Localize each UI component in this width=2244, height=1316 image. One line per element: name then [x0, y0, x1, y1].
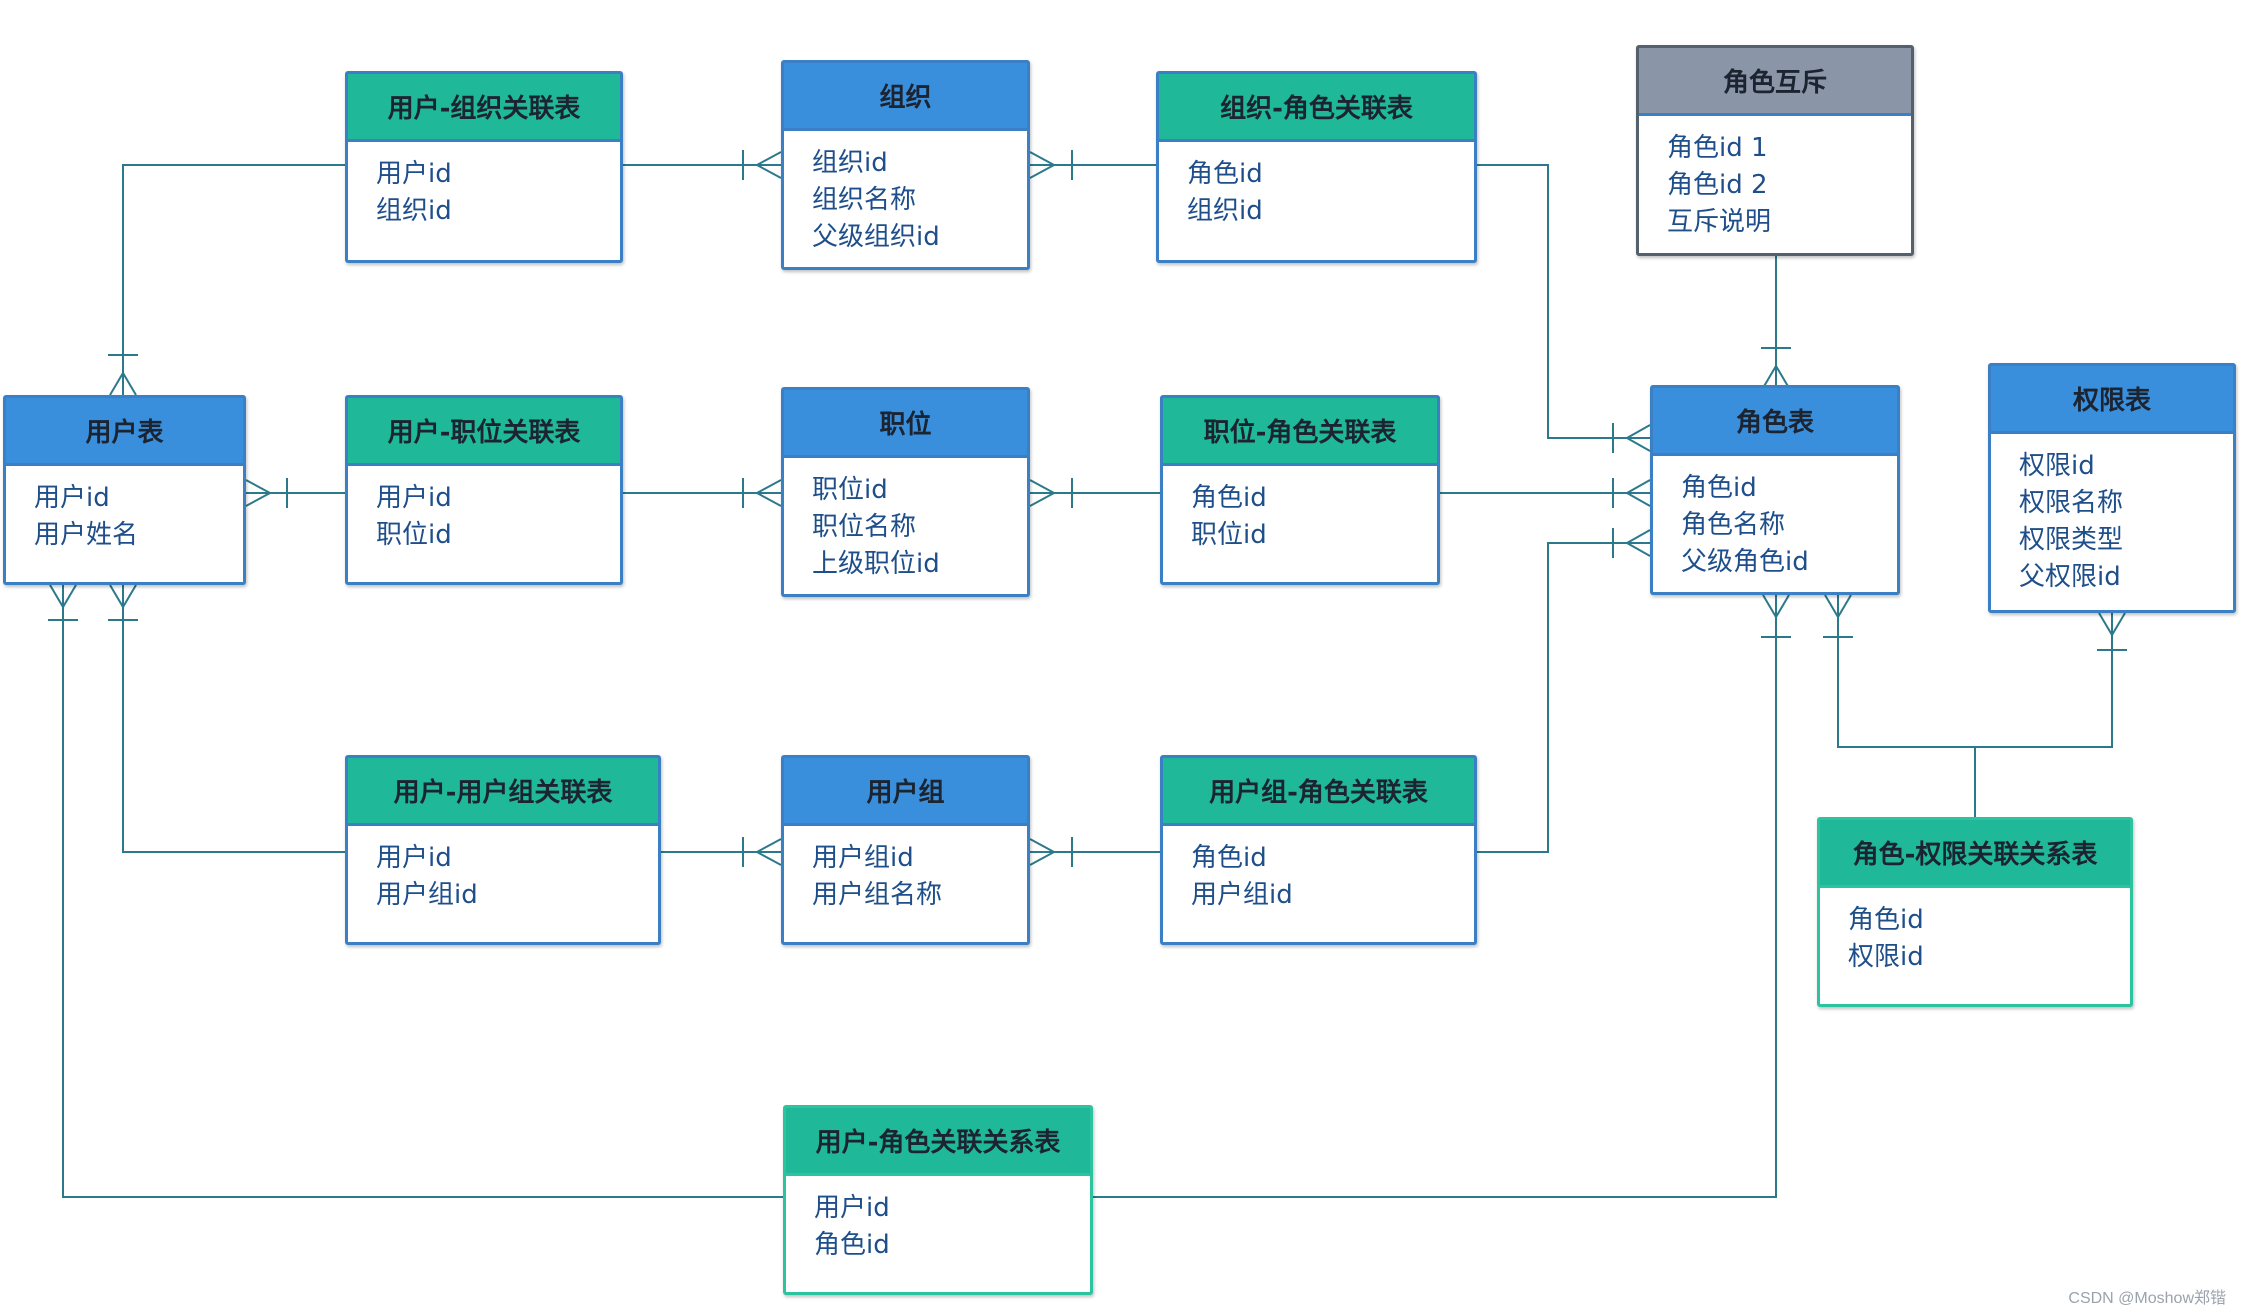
entity-organization[interactable]: 组织 组织id 组织名称 父级组织id [781, 60, 1030, 270]
entity-user-group[interactable]: 用户组 用户组id 用户组名称 [781, 755, 1030, 945]
entity-position-role-link[interactable]: 职位-角色关联表 角色id 职位id [1160, 395, 1440, 585]
entity-group-role-link[interactable]: 用户组-角色关联表 角色id 用户组id [1160, 755, 1477, 945]
connector-group-role-to-role [1477, 542, 1650, 853]
field-org-id: 组织id [812, 148, 888, 178]
field-org-id: 组织id [376, 196, 452, 226]
field-user-id: 用户id [34, 483, 110, 513]
connector-user-to-user-role [62, 585, 783, 1198]
field-user-group-id: 用户组id [812, 843, 914, 873]
field-role-id: 角色id [1191, 843, 1267, 873]
entity-title: 用户-组织关联表 [348, 74, 620, 142]
entity-title: 角色-权限关联关系表 [1820, 820, 2130, 888]
field-position-id: 职位id [812, 475, 888, 505]
entity-user[interactable]: 用户表 用户id 用户姓名 [3, 395, 246, 585]
connector-user-org-to-user [122, 164, 345, 395]
entity-title: 组织-角色关联表 [1159, 74, 1474, 142]
entity-title: 用户表 [6, 398, 243, 466]
entity-permission[interactable]: 权限表 权限id 权限名称 权限类型 父权限id [1988, 363, 2236, 613]
field-user-group-id: 用户组id [1191, 880, 1293, 910]
entity-title: 用户组-角色关联表 [1163, 758, 1474, 826]
field-permission-id: 权限id [2019, 451, 2095, 481]
field-position-id: 职位id [376, 520, 452, 550]
watermark: CSDN @Moshow郑锴 [2068, 1290, 2226, 1307]
field-role-id-1: 角色id 1 [1667, 133, 1768, 163]
field-permission-id: 权限id [1848, 942, 1924, 972]
field-role-name: 角色名称 [1681, 510, 1786, 540]
field-parent-org-id: 父级组织id [812, 222, 940, 252]
field-exclusion-note: 互斥说明 [1667, 207, 1772, 237]
field-user-id: 用户id [376, 159, 452, 189]
field-position-id: 职位id [1191, 520, 1267, 550]
field-user-group-id: 用户组id [376, 880, 478, 910]
field-org-name: 组织名称 [812, 185, 917, 215]
entity-title: 职位-角色关联表 [1163, 398, 1437, 466]
field-role-id: 角色id [1681, 473, 1757, 503]
field-role-id: 角色id [1848, 905, 1924, 935]
field-parent-permission-id: 父权限id [2019, 562, 2121, 592]
field-user-id: 用户id [376, 483, 452, 513]
entity-title: 角色互斥 [1639, 48, 1911, 116]
field-user-name: 用户姓名 [34, 520, 139, 550]
connector-user-role-to-role [1093, 595, 1777, 1198]
entity-title: 角色表 [1653, 388, 1897, 456]
entity-role-exclusion[interactable]: 角色互斥 角色id 1 角色id 2 互斥说明 [1636, 45, 1914, 256]
field-role-id: 角色id [1191, 483, 1267, 513]
entity-title: 用户-职位关联表 [348, 398, 620, 466]
entity-position[interactable]: 职位 职位id 职位名称 上级职位id [781, 387, 1030, 597]
entity-title: 权限表 [1991, 366, 2233, 434]
entity-user-role-link[interactable]: 用户-角色关联关系表 用户id 角色id [783, 1105, 1093, 1295]
entity-user-org-link[interactable]: 用户-组织关联表 用户id 组织id [345, 71, 623, 263]
entity-org-role-link[interactable]: 组织-角色关联表 角色id 组织id [1156, 71, 1477, 263]
field-permission-type: 权限类型 [2019, 525, 2124, 555]
field-permission-name: 权限名称 [2019, 488, 2124, 518]
field-position-name: 职位名称 [812, 512, 917, 542]
connector-role-to-role-perm [1837, 595, 2113, 748]
entity-role[interactable]: 角色表 角色id 角色名称 父级角色id [1650, 385, 1900, 595]
entity-user-position-link[interactable]: 用户-职位关联表 用户id 职位id [345, 395, 623, 585]
entity-user-group-link[interactable]: 用户-用户组关联表 用户id 用户组id [345, 755, 661, 945]
entity-title: 用户-用户组关联表 [348, 758, 658, 826]
field-role-id: 角色id [1187, 159, 1263, 189]
field-user-id: 用户id [814, 1193, 890, 1223]
connector-org-role-to-role [1477, 164, 1650, 439]
connector-user-to-group-link [122, 585, 345, 853]
field-org-id: 组织id [1187, 196, 1263, 226]
field-user-group-name: 用户组名称 [812, 880, 943, 910]
entity-role-permission-link[interactable]: 角色-权限关联关系表 角色id 权限id [1817, 817, 2133, 1007]
field-role-id-2: 角色id 2 [1667, 170, 1768, 200]
entity-title: 职位 [784, 390, 1027, 458]
entity-title: 用户组 [784, 758, 1027, 826]
field-parent-position-id: 上级职位id [812, 549, 940, 579]
field-role-id: 角色id [814, 1230, 890, 1260]
entity-title: 组织 [784, 63, 1027, 131]
field-user-id: 用户id [376, 843, 452, 873]
field-parent-role-id: 父级角色id [1681, 547, 1809, 577]
entity-title: 用户-角色关联关系表 [786, 1108, 1090, 1176]
